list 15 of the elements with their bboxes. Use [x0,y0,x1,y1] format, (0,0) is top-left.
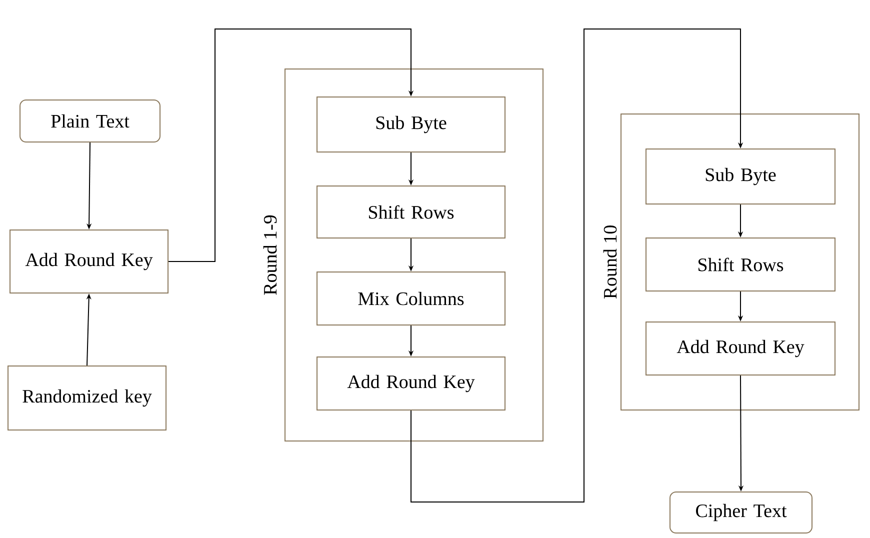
process-box: Add Round Key [10,230,168,294]
process-box: Sub Byte [316,96,506,152]
process-box: Add Round Key [316,356,506,410]
terminal-box: Cipher Text [670,491,812,534]
round-label: Round 10 [603,226,617,299]
process-box: Shift Rows [646,238,836,292]
process-box: Mix Columns [316,272,506,326]
process-box: Shift Rows [316,186,506,238]
terminal-box: Plain Text [20,100,160,142]
round-label: Round 1-9 [263,215,277,295]
process-box: Add Round Key [646,321,836,376]
arrow [410,28,744,502]
process-box: Sub Byte [646,148,836,204]
arrow [168,28,414,262]
process-box: Randomized key [8,365,166,430]
